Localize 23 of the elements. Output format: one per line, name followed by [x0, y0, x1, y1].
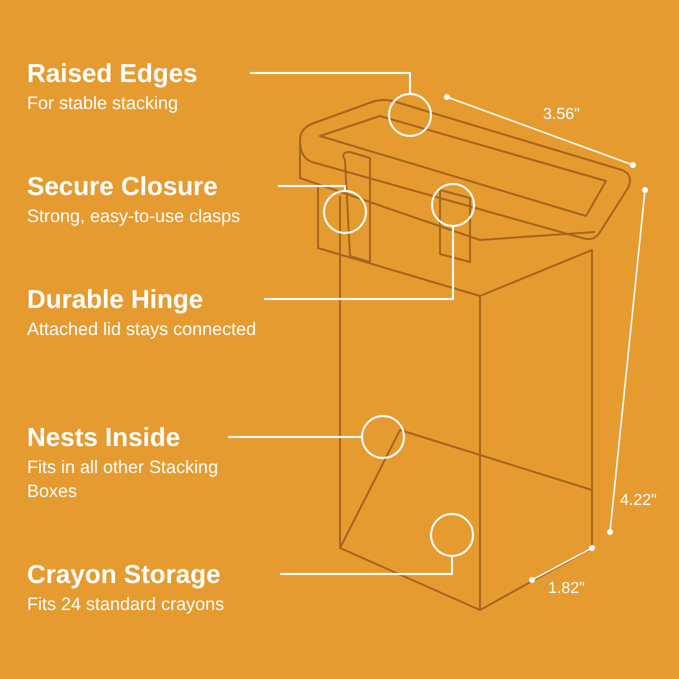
highlight-circle [388, 93, 432, 137]
dimension-label: 1.82" [548, 580, 585, 598]
callout-description: Fits 24 standard crayons [27, 593, 226, 616]
leader-line [228, 436, 361, 438]
leader-line [264, 227, 454, 300]
callout-heading: Durable Hinge [27, 283, 204, 315]
callout-description: For stable stacking [27, 92, 180, 115]
callout-description: Attached lid stays connected [27, 318, 258, 341]
highlight-circle [323, 190, 367, 234]
highlight-circle [430, 513, 474, 557]
callout-heading: Raised Edges [27, 57, 199, 89]
callout-heading: Crayon Storage [27, 558, 222, 590]
highlight-circle [431, 183, 475, 227]
leader-line [250, 72, 411, 93]
callout-heading: Nests Inside [27, 421, 182, 453]
dimension-label: 4.22" [620, 492, 657, 510]
callout-description: Strong, easy-to-use clasps [27, 205, 242, 228]
callout-heading: Secure Closure [27, 170, 219, 202]
leader-line [278, 185, 346, 190]
callout-description: Fits in all other Stacking Boxes [27, 456, 220, 503]
dimension-label: 3.56" [543, 106, 580, 124]
leader-line [280, 557, 453, 575]
highlight-circle [361, 415, 405, 459]
